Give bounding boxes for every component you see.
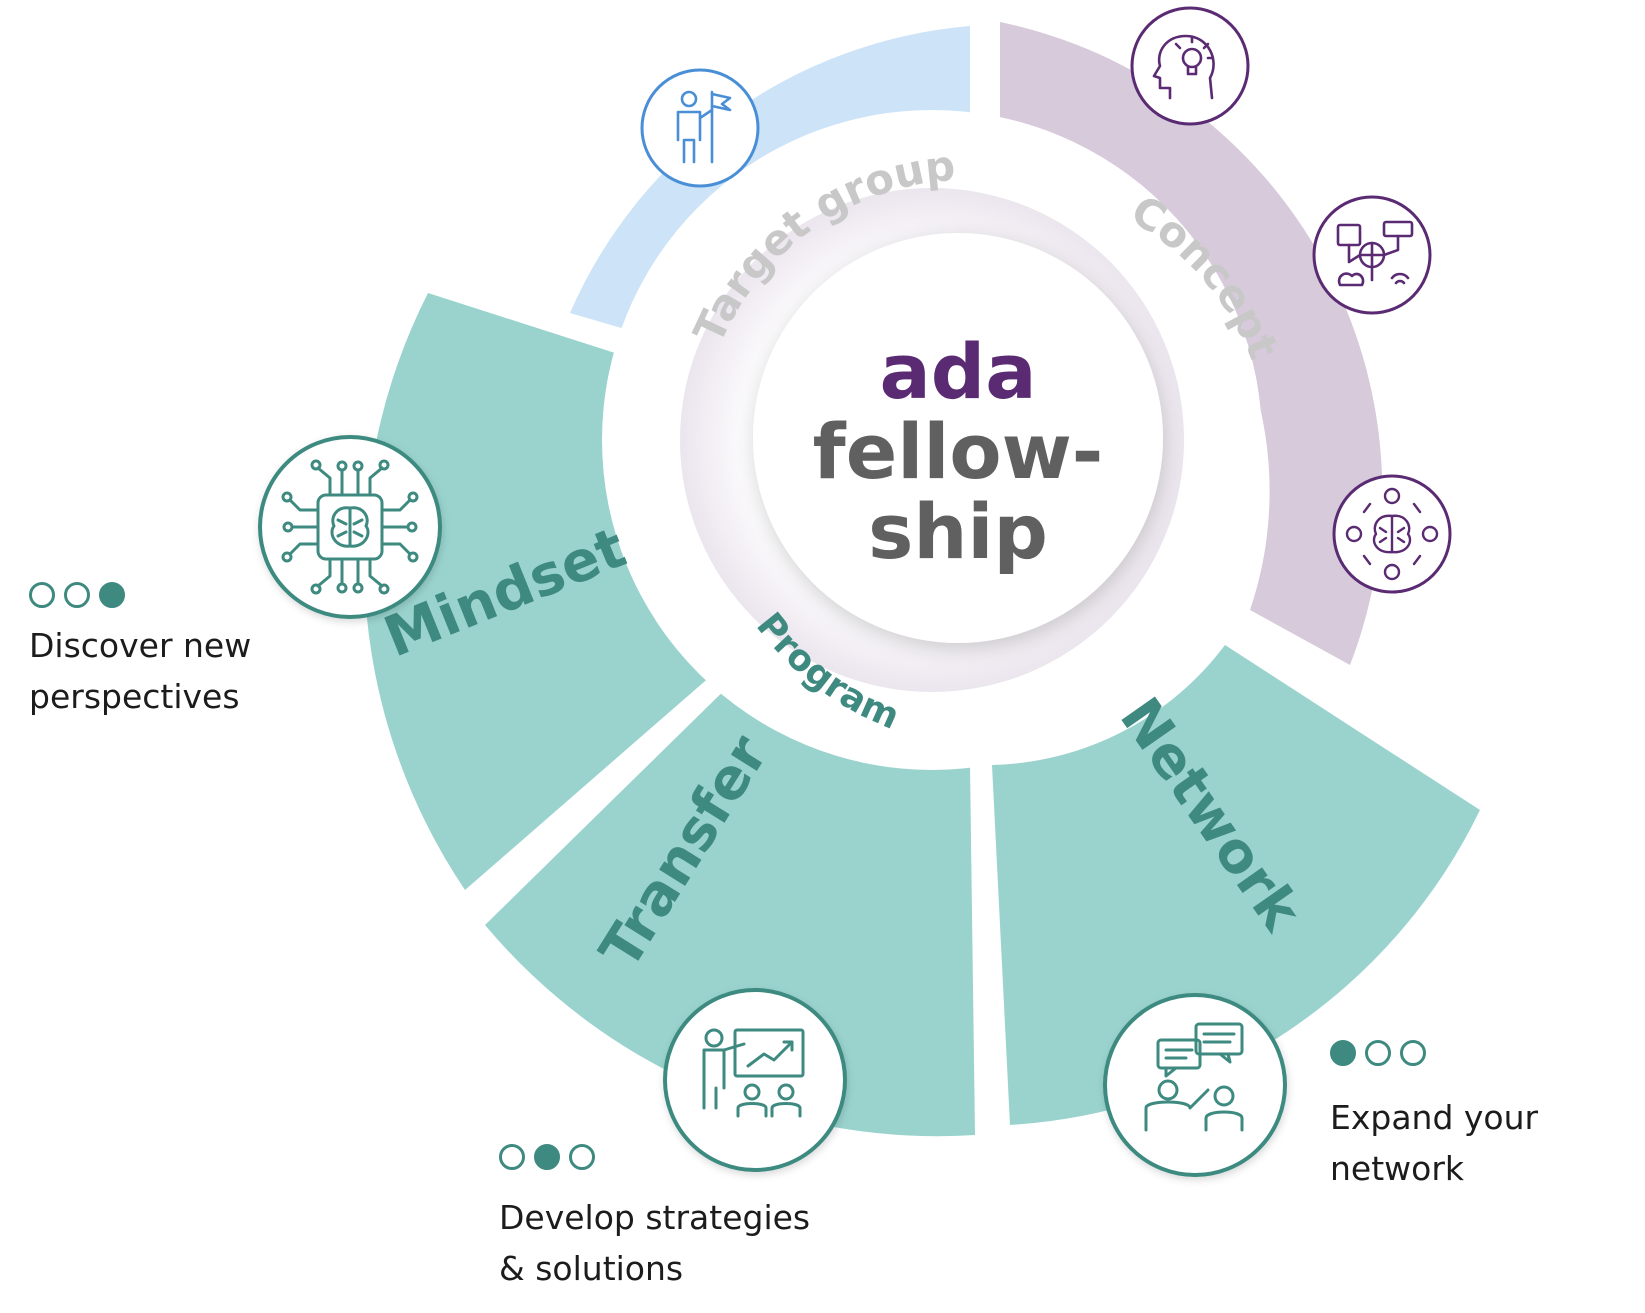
brain-chip-icon	[258, 435, 442, 619]
progress-dot	[1400, 1040, 1426, 1066]
transfer-caption: Develop strategies & solutions	[499, 1192, 810, 1294]
center-title-ada: ada	[880, 327, 1037, 416]
progress-dot	[29, 582, 55, 608]
head-lightbulb-icon	[1130, 6, 1250, 126]
transfer-segment	[485, 670, 975, 1137]
transfer-caption-line1: Develop strategies	[499, 1198, 811, 1237]
network-progress-dots	[1330, 1040, 1426, 1066]
mindset-caption-line2: perspectives	[29, 677, 240, 716]
center-title-fellow: fellow-	[813, 407, 1104, 496]
progress-dot	[64, 582, 90, 608]
progress-dot	[1365, 1040, 1391, 1066]
mindset-progress-dots	[29, 582, 125, 608]
person-flag-icon	[640, 68, 760, 188]
discussion-icon	[1103, 993, 1287, 1177]
mindset-caption-line1: Discover new	[29, 626, 252, 665]
center-circle	[753, 233, 1163, 643]
progress-dot	[499, 1144, 525, 1170]
presentation-icon	[663, 988, 847, 1172]
transfer-progress-dots	[499, 1144, 595, 1170]
network-caption: Expand your network	[1330, 1092, 1538, 1194]
progress-dot-active	[534, 1144, 560, 1170]
network-caption-line2: network	[1330, 1149, 1465, 1188]
concept-segment	[1000, 22, 1383, 665]
progress-dot	[569, 1144, 595, 1170]
global-communication-icon	[1312, 195, 1432, 315]
transfer-caption-line2: & solutions	[499, 1249, 684, 1288]
network-caption-line1: Expand your	[1330, 1098, 1539, 1137]
progress-dot-active	[1330, 1040, 1356, 1066]
mindset-caption: Discover new perspectives	[29, 620, 251, 722]
center-title-ship: ship	[868, 487, 1048, 576]
network-segment	[992, 645, 1480, 1125]
progress-dot-active	[99, 582, 125, 608]
brain-people-network-icon	[1332, 474, 1452, 594]
